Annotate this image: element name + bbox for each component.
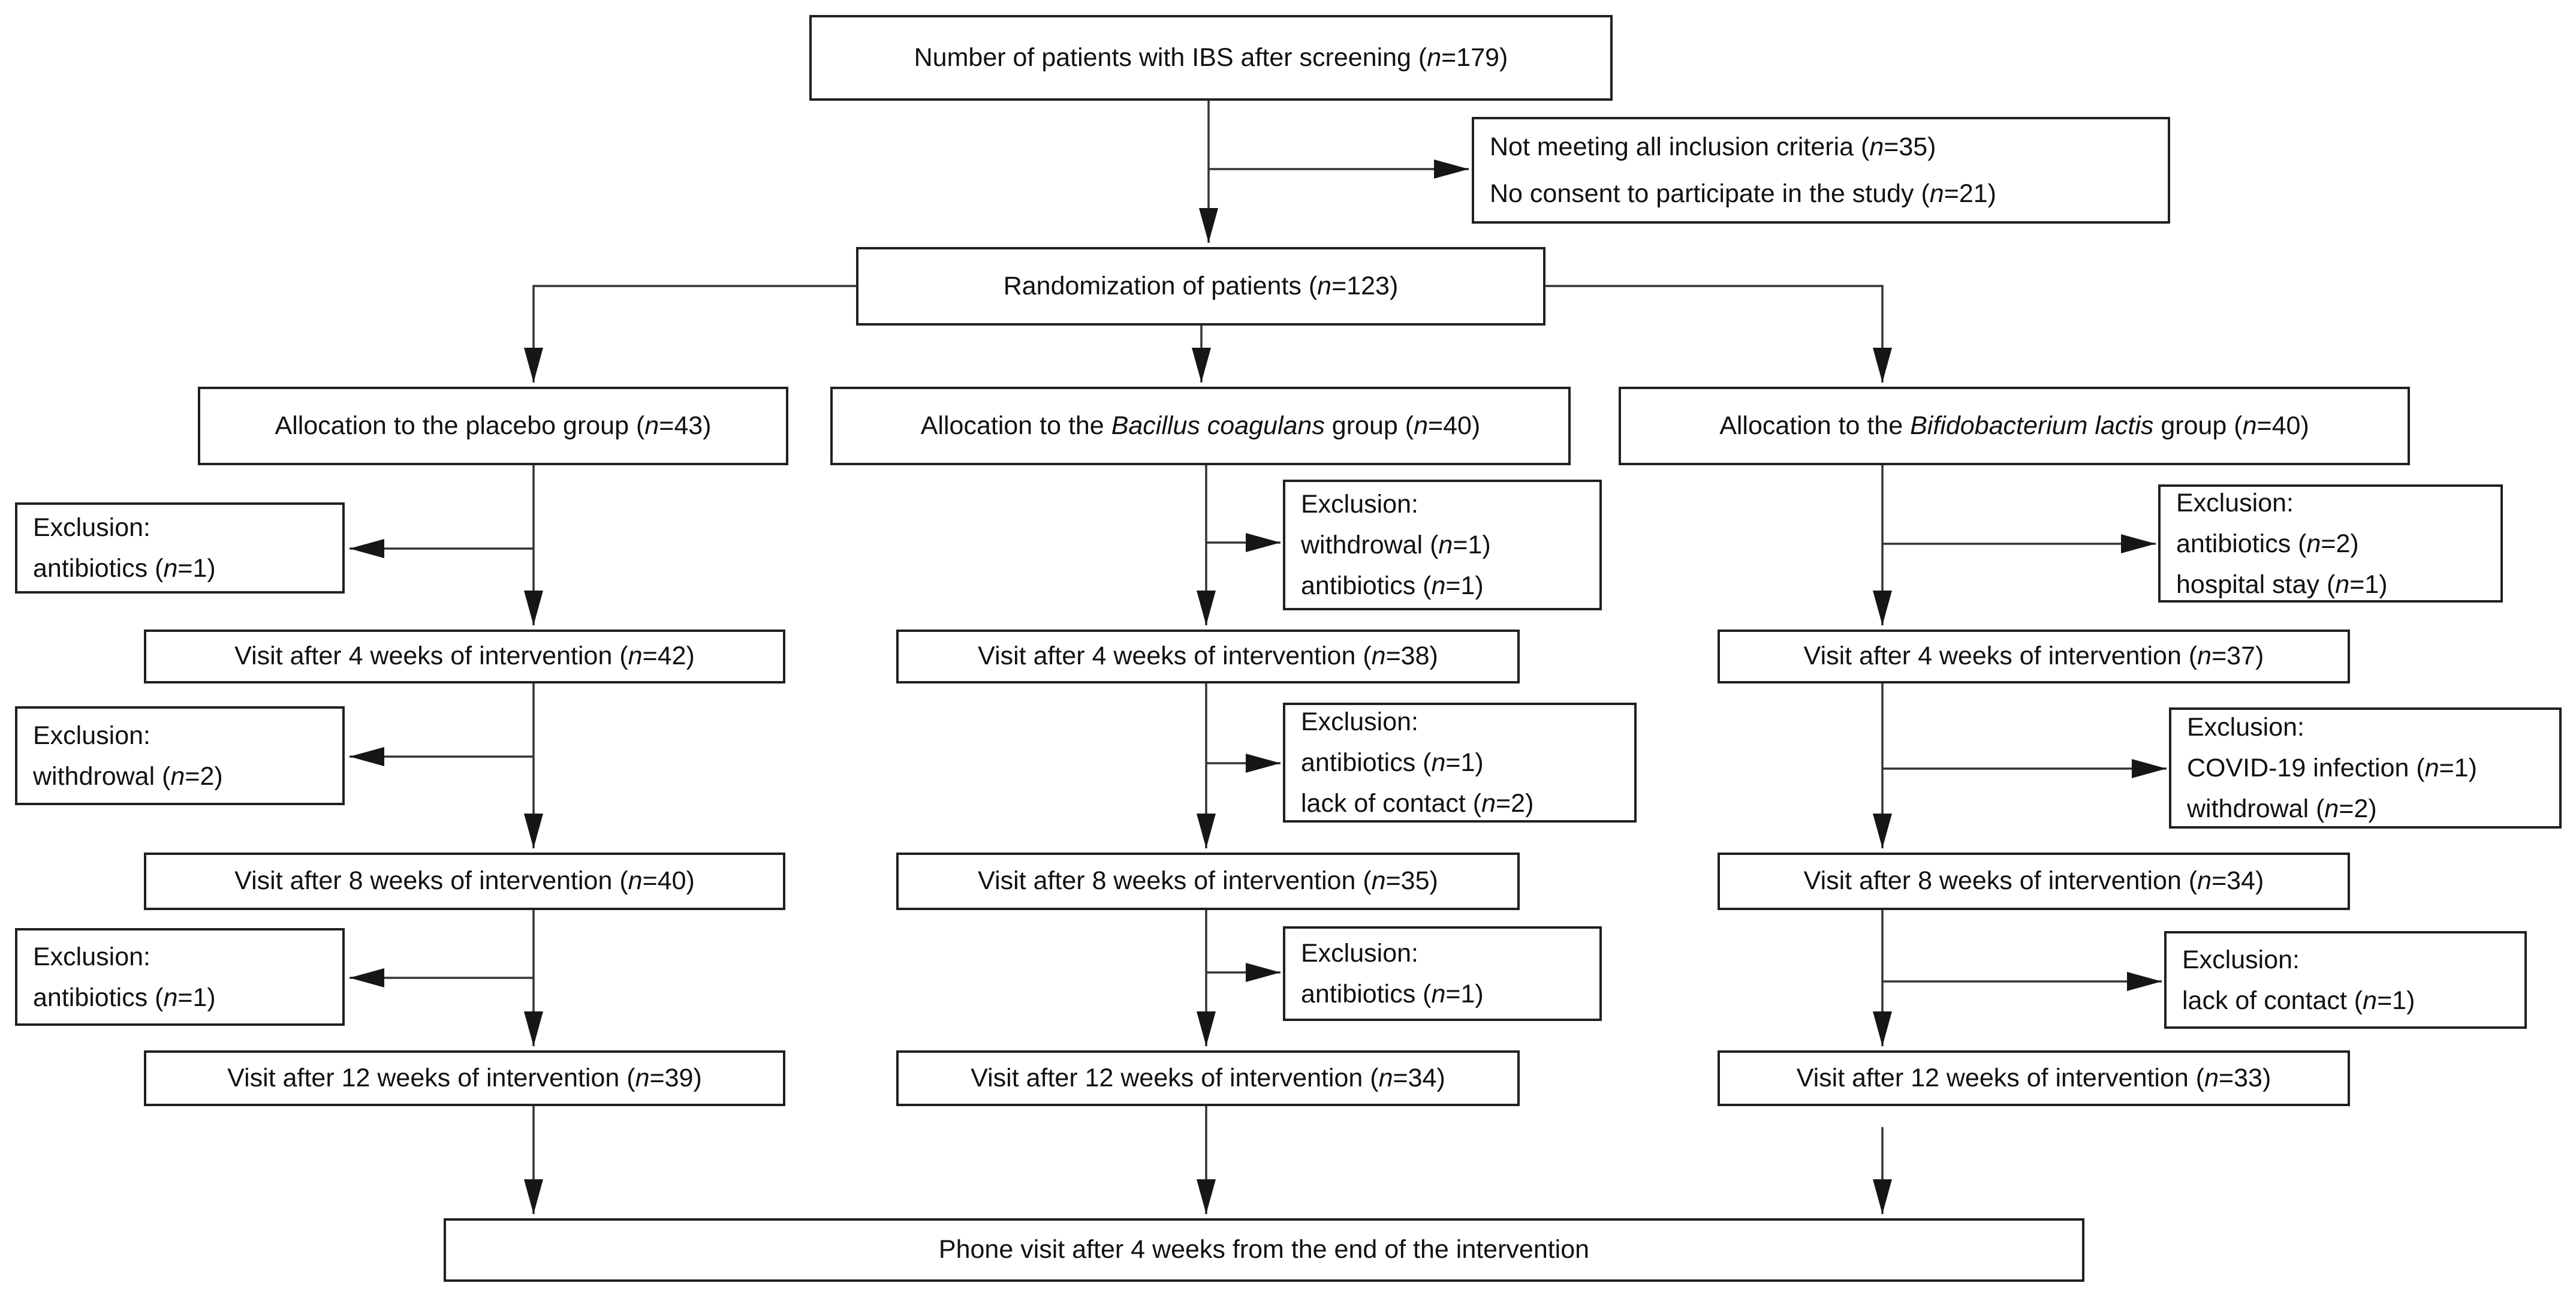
box-exclusion-bacillus-after-4-weeks: Exclusion: antibiotics (n=1) lack of con…	[1283, 703, 1637, 823]
box-line: withdrowal (n=2)	[2187, 794, 2377, 823]
box-visit-4-weeks-bifidobacterium: Visit after 4 weeks of intervention (n=3…	[1718, 630, 2350, 683]
box-label: Visit after 8 weeks of intervention (n=3…	[1803, 866, 2264, 896]
box-not-meeting-criteria: Not meeting all inclusion criteria (n=35…	[1472, 117, 2170, 224]
box-label: Visit after 4 weeks of intervention (n=4…	[234, 642, 695, 671]
box-line: Exclusion:	[2182, 945, 2300, 974]
box-label: Visit after 12 weeks of intervention (n=…	[227, 1063, 702, 1092]
box-exclusion-bacillus-after-8-weeks: Exclusion: antibiotics (n=1)	[1283, 926, 1602, 1021]
box-line: antibiotics (n=2)	[2176, 529, 2359, 558]
box-line: antibiotics (n=1)	[1301, 571, 1484, 600]
box-visit-12-weeks-bacillus: Visit after 12 weeks of intervention (n=…	[896, 1050, 1520, 1106]
box-line: Exclusion:	[2176, 488, 2294, 517]
box-line: hospital stay (n=1)	[2176, 570, 2388, 599]
box-visit-12-weeks-bifidobacterium: Visit after 12 weeks of intervention (n=…	[1718, 1050, 2350, 1106]
box-line: lack of contact (n=2)	[1301, 789, 1534, 818]
box-visit-8-weeks-placebo: Visit after 8 weeks of intervention (n=4…	[144, 853, 785, 910]
box-label: Visit after 4 weeks of intervention (n=3…	[978, 642, 1438, 671]
box-allocation-bacillus-coagulans: Allocation to the Bacillus coagulans gro…	[830, 387, 1571, 465]
box-exclusion-bifidobacterium-after-allocation: Exclusion: antibiotics (n=2) hospital st…	[2158, 484, 2503, 603]
box-line: Not meeting all inclusion criteria (n=35…	[1490, 132, 1936, 161]
box-line: Exclusion:	[33, 513, 150, 542]
box-line: Exclusion:	[2187, 713, 2304, 742]
box-visit-4-weeks-placebo: Visit after 4 weeks of intervention (n=4…	[144, 630, 785, 683]
box-randomization: Randomization of patients (n=123)	[856, 247, 1545, 326]
box-exclusion-placebo-after-8-weeks: Exclusion: antibiotics (n=1)	[15, 928, 345, 1026]
box-phone-visit: Phone visit after 4 weeks from the end o…	[444, 1218, 2084, 1282]
box-line: withdrowal (n=2)	[33, 761, 223, 791]
box-exclusion-placebo-after-4-weeks: Exclusion: withdrowal (n=2)	[15, 706, 345, 805]
connector-lines	[350, 101, 2167, 1214]
box-visit-4-weeks-bacillus: Visit after 4 weeks of intervention (n=3…	[896, 630, 1520, 683]
box-line: antibiotics (n=1)	[1301, 748, 1484, 777]
box-exclusion-placebo-after-allocation: Exclusion: antibiotics (n=1)	[15, 502, 345, 594]
box-label: Phone visit after 4 weeks from the end o…	[938, 1235, 1590, 1264]
box-allocation-placebo: Allocation to the placebo group (n=43)	[198, 387, 788, 465]
box-label: Visit after 8 weeks of intervention (n=3…	[978, 866, 1438, 896]
box-label: Visit after 4 weeks of intervention (n=3…	[1803, 642, 2264, 671]
box-exclusion-bifidobacterium-after-4-weeks: Exclusion: COVID-19 infection (n=1) with…	[2169, 707, 2562, 829]
box-line: No consent to participate in the study (…	[1490, 179, 1996, 208]
box-exclusion-bifidobacterium-after-8-weeks: Exclusion: lack of contact (n=1)	[2164, 931, 2527, 1029]
placebo-column-lines	[350, 465, 543, 1214]
box-line: withdrowal (n=1)	[1301, 531, 1491, 559]
box-allocation-bifidobacterium-lactis: Allocation to the Bifidobacterium lactis…	[1619, 387, 2410, 465]
box-line: COVID-19 infection (n=1)	[2187, 754, 2477, 782]
box-line: Exclusion:	[33, 721, 150, 750]
box-line: Exclusion:	[1301, 490, 1418, 519]
box-line: Exclusion:	[1301, 939, 1418, 968]
box-label: Allocation to the placebo group (n=43)	[275, 411, 712, 440]
box-visit-8-weeks-bifidobacterium: Visit after 8 weeks of intervention (n=3…	[1718, 853, 2350, 910]
box-visit-8-weeks-bacillus: Visit after 8 weeks of intervention (n=3…	[896, 853, 1520, 910]
box-line: Exclusion:	[33, 942, 150, 971]
box-line: antibiotics (n=1)	[33, 554, 216, 583]
box-label: Number of patients with IBS after screen…	[914, 43, 1508, 72]
box-label: Allocation to the Bacillus coagulans gro…	[920, 411, 1481, 440]
box-line: antibiotics (n=1)	[33, 983, 216, 1012]
box-line: antibiotics (n=1)	[1301, 980, 1484, 1008]
bifidobacterium-column-lines	[1873, 465, 2167, 1214]
box-line: Exclusion:	[1301, 707, 1418, 736]
box-screening: Number of patients with IBS after screen…	[809, 15, 1613, 101]
box-label: Visit after 8 weeks of intervention (n=4…	[234, 866, 695, 896]
box-label: Allocation to the Bifidobacterium lactis…	[1719, 411, 2309, 440]
box-exclusion-bacillus-after-allocation: Exclusion: withdrowal (n=1) antibiotics …	[1283, 480, 1602, 610]
box-label: Visit after 12 weeks of intervention (n=…	[1796, 1063, 2271, 1092]
box-visit-12-weeks-placebo: Visit after 12 weeks of intervention (n=…	[144, 1050, 785, 1106]
box-label: Randomization of patients (n=123)	[1003, 271, 1399, 300]
box-line: lack of contact (n=1)	[2182, 986, 2415, 1015]
bacillus-column-lines	[1197, 465, 1281, 1214]
box-label: Visit after 12 weeks of intervention (n=…	[971, 1063, 1445, 1092]
